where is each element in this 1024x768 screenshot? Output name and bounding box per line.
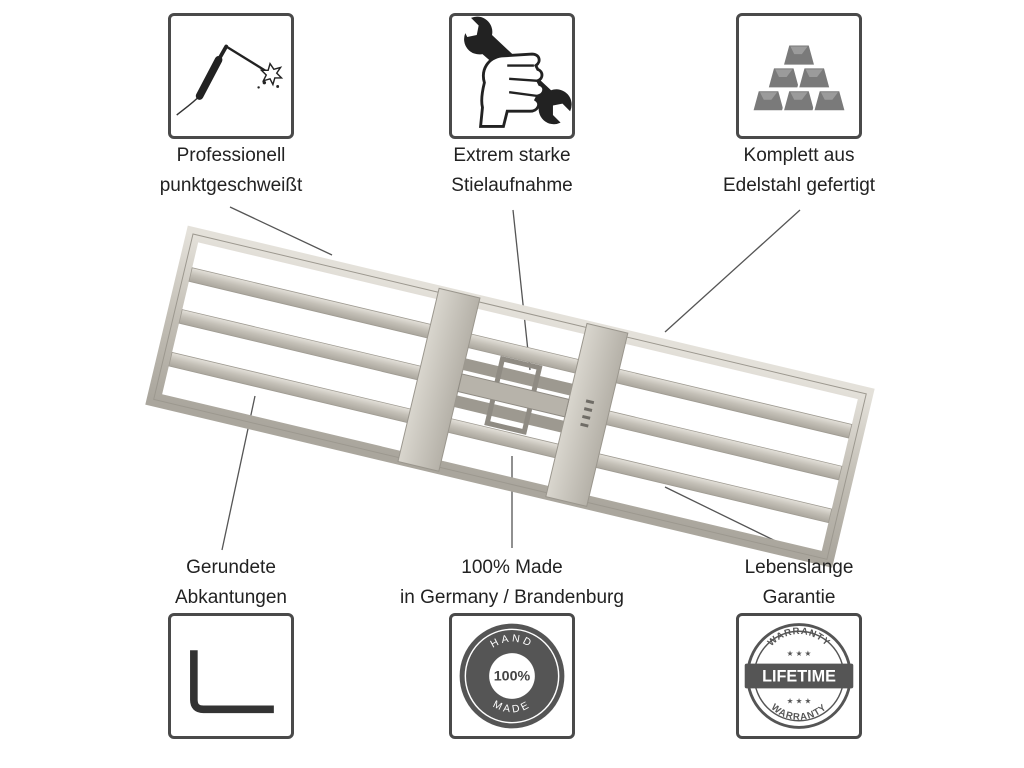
- squeegee-frame: [145, 225, 875, 568]
- welding-torch-icon: [176, 44, 284, 116]
- svg-text:MADE: MADE: [491, 699, 533, 715]
- caption-welded-line2: punktgeschweißt: [159, 175, 303, 196]
- warranty-icon-box: WARRANTY WARRANTY ★ ★ ★ ★ ★ ★ LIFETIME: [736, 613, 862, 739]
- leader-steel: [664, 209, 801, 333]
- leader-welded: [229, 206, 333, 256]
- seal-100-text: 100%: [494, 669, 531, 685]
- rounded-corner-icon: [190, 650, 274, 714]
- rounded-icon-box: [168, 613, 294, 739]
- caption-steel-line1: Komplett aus: [743, 145, 855, 166]
- caption-made: 100% Made in Germany / Brandenburg: [372, 553, 652, 613]
- caption-warranty-line2: Garantie: [762, 587, 836, 608]
- warranty-lifetime-text: LIFETIME: [762, 668, 836, 686]
- welding-icon-box: [168, 13, 294, 139]
- caption-rounded-line1: Gerundete: [186, 557, 276, 578]
- caption-welded: Professionell punktgeschweißt: [91, 141, 371, 201]
- metal-bars-icon: [751, 43, 847, 113]
- caption-warranty-line1: Lebenslange: [744, 557, 854, 578]
- made-icon-box: HAND MADE 100%: [449, 613, 575, 739]
- handle-bracket: [454, 355, 573, 435]
- caption-made-line1: 100% Made: [461, 557, 563, 578]
- lifetime-warranty-seal-icon: WARRANTY WARRANTY ★ ★ ★ ★ ★ ★ LIFETIME: [744, 623, 854, 729]
- handmade-seal-icon: HAND MADE 100%: [459, 623, 565, 729]
- handle-icon-box: [449, 13, 575, 139]
- caption-handle: Extrem starke Stielaufnahme: [372, 141, 652, 201]
- caption-rounded: Gerundete Abkantungen: [91, 553, 371, 613]
- caption-handle-line2: Stielaufnahme: [451, 175, 573, 196]
- seal-made-text: MADE: [491, 699, 530, 715]
- caption-steel: Komplett aus Edelstahl gefertigt: [659, 141, 939, 201]
- caption-steel-line2: Edelstahl gefertigt: [722, 175, 876, 196]
- caption-warranty: Lebenslange Garantie: [659, 553, 939, 613]
- steel-icon-box: [736, 13, 862, 139]
- caption-rounded-line2: Abkantungen: [175, 587, 287, 608]
- caption-handle-line1: Extrem starke: [453, 145, 571, 166]
- stars-top-icon: ★ ★ ★: [787, 649, 812, 658]
- caption-welded-line1: Professionell: [176, 145, 286, 166]
- leader-handle: [512, 209, 531, 371]
- caption-made-line2: in Germany / Brandenburg: [400, 587, 624, 608]
- fist-wrench-icon: [464, 16, 572, 128]
- stars-bottom-icon: ★ ★ ★: [787, 697, 812, 706]
